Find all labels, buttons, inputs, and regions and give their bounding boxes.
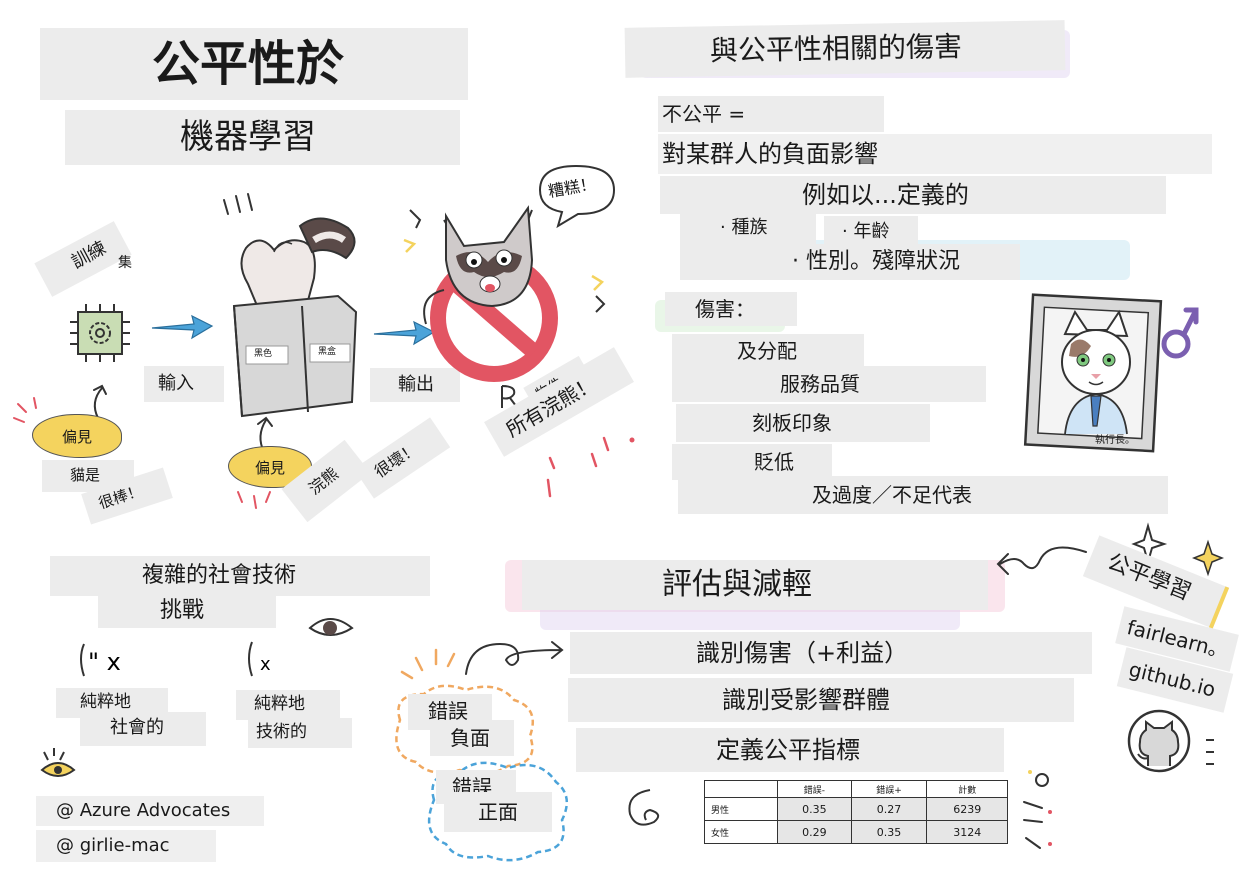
table-row: 男性 0.35 0.27 6239 <box>704 797 1008 821</box>
set-label: 集 <box>118 255 132 271</box>
bias-rays-2-icon <box>237 491 271 509</box>
assess-step-3: 定義公平指標 <box>576 728 1004 772</box>
assess-step-2: 識別受影響群體 <box>568 678 1074 722</box>
negative-error-label-2: 負面 <box>430 720 514 756</box>
male-symbol-icon <box>1161 307 1199 359</box>
svg-text:x: x <box>260 654 271 675</box>
assess-title: 評估與減輕 <box>522 560 988 610</box>
error-rays-icon <box>400 648 456 680</box>
harm-denigration: 貶低 <box>672 444 832 480</box>
table-header-cell: 錯誤- <box>777 780 852 798</box>
negative-error-cloud <box>395 684 534 776</box>
credit-azure-advocates: @ Azure Advocates <box>36 796 264 826</box>
positive-error-cloud <box>427 761 569 862</box>
sociotech-line2: 挑戰 <box>98 594 276 628</box>
input-label: 輸入 <box>144 366 224 402</box>
output-label: 輸出 <box>370 368 460 402</box>
github-octocat-icon <box>1127 709 1191 773</box>
title-line2: 機器學習 <box>65 110 460 165</box>
raccoon-no-sign-illustration <box>423 205 558 382</box>
ceo-cat-portrait <box>1023 293 1163 453</box>
bias-blob-1: 偏見 <box>32 414 122 458</box>
svg-text:" x: " x <box>88 648 121 676</box>
sparkle-rays-icon <box>1023 770 1052 849</box>
ceo-caption: 執行長。 <box>1095 435 1135 446</box>
negative-impact: 對某群人的負面影響 <box>658 134 1212 174</box>
harm-stereotyping: 刻板印象 <box>676 404 930 442</box>
unfair-label: 不公平 = <box>658 96 884 132</box>
assess-step-1: 識別傷害（+利益） <box>570 632 1092 674</box>
box-label-2: 黑盒 <box>318 347 337 357</box>
quote-x-marks-icon: " x x <box>80 641 271 677</box>
table-row-label: 女性 <box>704 820 778 844</box>
motion-lines-icon <box>223 193 253 215</box>
race-item: · 種族 <box>680 212 816 244</box>
table-cell: 0.29 <box>777 820 852 844</box>
gender-disability-item: · 性別。殘障狀況 <box>680 244 1020 280</box>
black-box-illustration <box>232 217 358 418</box>
table-header-corner <box>704 780 778 798</box>
harms-title: 與公平性相關的傷害 <box>624 20 1066 78</box>
table-header-cell: 錯誤+ <box>850 780 928 798</box>
squiggle-icons <box>403 209 635 498</box>
table-cell: 0.35 <box>777 797 852 821</box>
age-item: · 年齡 <box>824 216 918 246</box>
step-arrow-icon <box>465 641 564 675</box>
table-header-cell: 計數 <box>926 780 1008 798</box>
table-cell: 0.35 <box>850 820 928 844</box>
purely-technical-label-1: 純粹地 <box>236 690 340 720</box>
oops-bubble-icon <box>538 164 616 229</box>
table-cell: 3124 <box>926 820 1008 844</box>
sociotech-line1: 複雜的社會技術 <box>50 556 430 596</box>
table-header-row: 錯誤- 錯誤+ 計數 <box>704 780 1008 798</box>
fairlearn-arrow-icon <box>996 546 1087 575</box>
credit-girlie-mac: @ girlie-mac <box>36 830 216 862</box>
purely-social-label-2: 社會的 <box>80 712 206 746</box>
table-row: 女性 0.29 0.35 3124 <box>704 820 1008 844</box>
table-cell: 6239 <box>926 797 1008 821</box>
eye-icon <box>308 618 354 636</box>
harms-label: 傷害： <box>665 292 797 326</box>
eye-side-icon <box>40 748 76 777</box>
input-arrow-icon <box>151 314 214 340</box>
tick-marks-icon <box>1206 739 1214 765</box>
chip-icon <box>70 304 130 362</box>
bias-rays-1-icon <box>13 397 37 423</box>
defined-by: 例如以...定義的 <box>660 176 1166 214</box>
title-line1: 公平性於 <box>40 28 468 100</box>
harm-allocation: 及分配 <box>672 334 864 368</box>
box-label-1: 黑色 <box>254 349 273 359</box>
harm-over-under-representation: 及過度／不足代表 <box>678 476 1168 514</box>
table-row-label: 男性 <box>704 797 778 821</box>
purely-technical-label-2: 技術的 <box>248 718 352 748</box>
table-cell: 0.27 <box>850 797 928 821</box>
positive-error-label-2: 正面 <box>444 792 552 832</box>
curl-icon <box>628 789 660 826</box>
harm-quality-of-service: 服務品質 <box>672 366 986 402</box>
error-rate-table: 錯誤- 錯誤+ 計數 男性 0.35 0.27 6239 女性 0.29 0.3… <box>704 780 1008 844</box>
